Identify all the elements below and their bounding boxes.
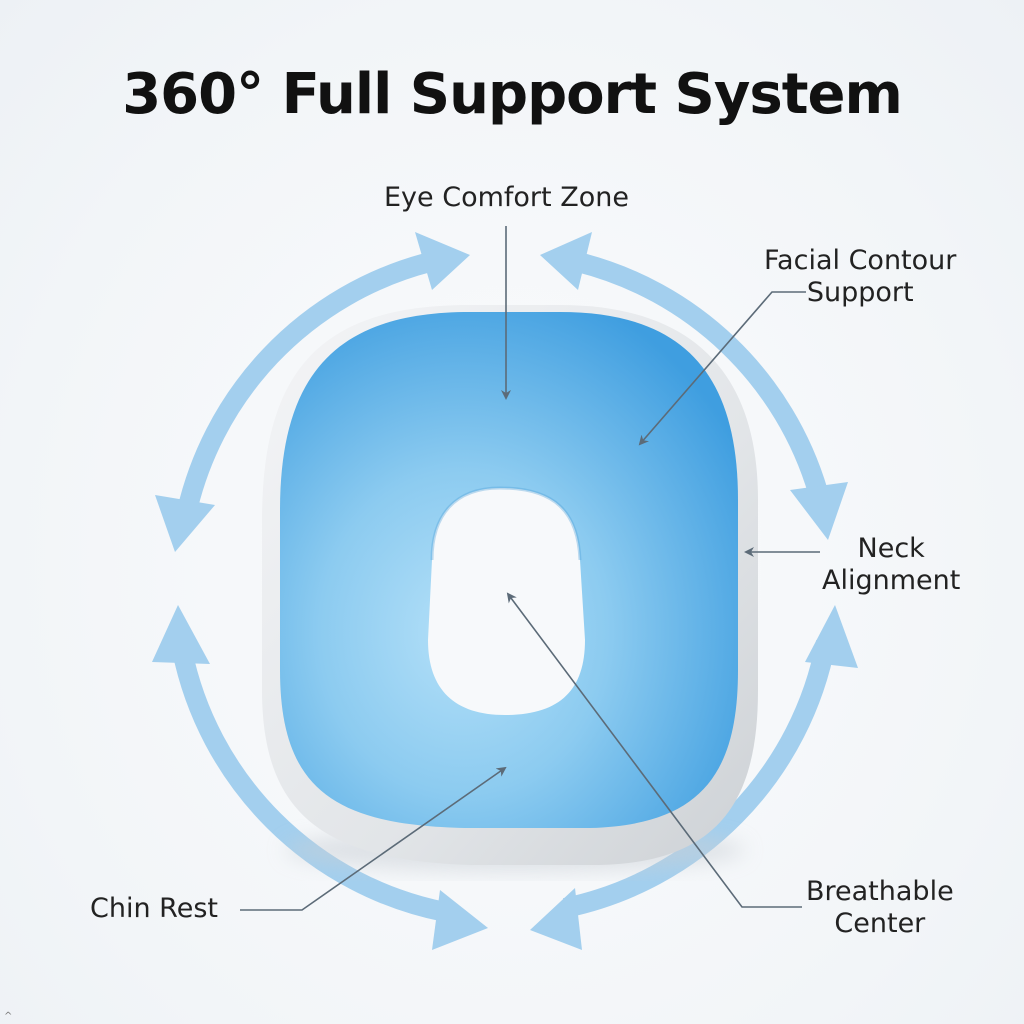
label-facial-contour-support: Facial Contour Support [764,245,956,309]
leader-breath [506,592,802,908]
arrowhead-bottom-left [432,890,488,950]
arrowhead-top-right [540,232,592,290]
label-eye-comfort-zone: Eye Comfort Zone [384,182,629,214]
arrowhead-right-up [805,605,858,668]
label-breathable-line2: Center [834,908,926,939]
label-breathable-line1: Breathable [806,876,954,907]
arc-bottom-left [172,648,447,922]
label-neck-line1: Neck [857,533,925,564]
arrowhead-left-down [155,495,215,552]
arc-top-left [175,252,433,522]
label-neck-line2: Alignment [822,565,961,596]
label-facial-line2: Support [806,277,914,308]
label-eye-comfort-text: Eye Comfort Zone [384,182,629,213]
label-chin-text: Chin Rest [90,893,218,924]
leader-lines [240,226,820,911]
corner-mark: ^ [4,1011,13,1022]
arc-bottom-right [562,640,836,918]
arrowhead-bottom-right [530,888,582,950]
arrowhead-left-up [152,605,210,664]
leader-facial [638,291,806,446]
label-chin-rest: Chin Rest [90,893,218,925]
label-breathable-center: Breathable Center [806,876,954,940]
label-facial-line1: Facial Contour [764,245,957,276]
breathable-hole [428,488,585,715]
arrowhead-top-left [415,232,470,290]
label-neck-alignment: Neck Alignment [822,533,960,597]
arc-top-right [575,252,828,495]
arrow-heads [152,232,858,950]
leader-chin [240,766,507,911]
rotation-arrows [172,252,836,922]
page-title: 360° Full Support System [122,62,903,127]
arrowhead-right-down [790,482,848,540]
